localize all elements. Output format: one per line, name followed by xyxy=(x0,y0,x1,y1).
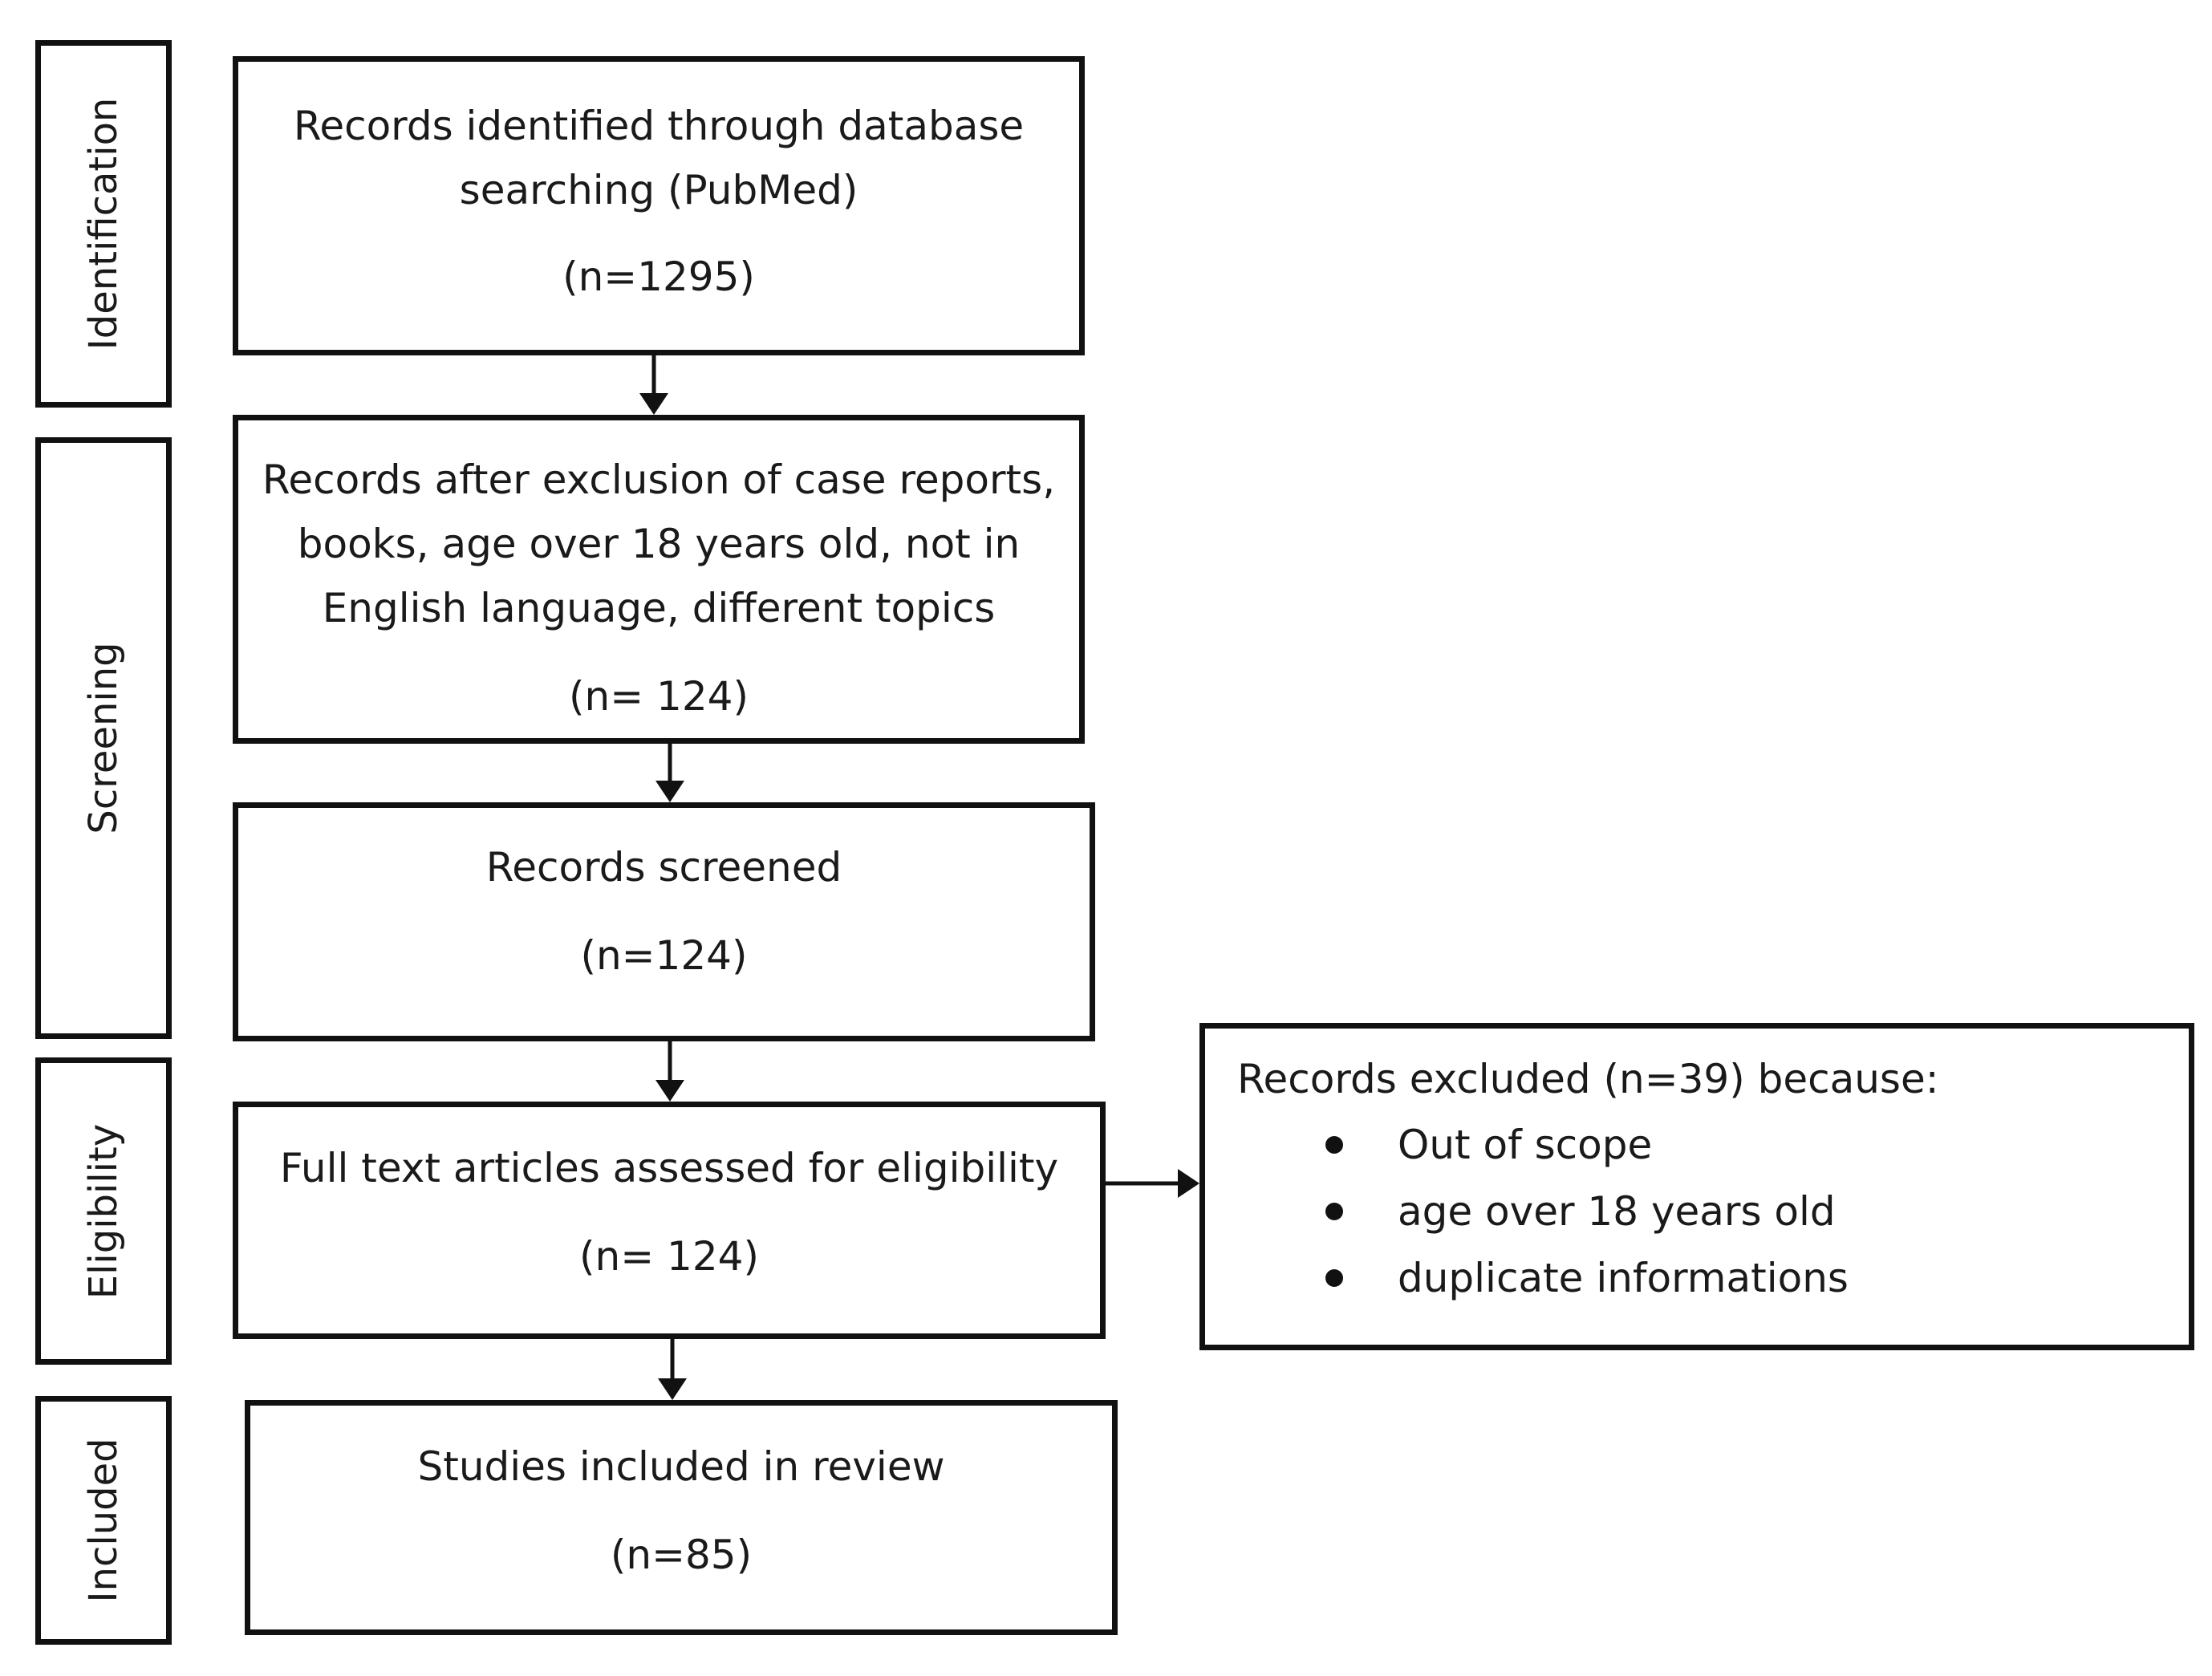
stage-eligibility-label: Eligibility xyxy=(81,1123,126,1299)
bullet-icon xyxy=(1325,1203,1343,1220)
box-records-excluded: Records excluded (n=39) because: Out of … xyxy=(1199,1023,2194,1350)
full-text-count: (n= 124) xyxy=(579,1233,759,1280)
exclusion-reason-text: Out of scope xyxy=(1398,1122,1653,1168)
studies-included-label: Studies included in review xyxy=(417,1443,945,1490)
arrow-screened-to-full-text xyxy=(655,1041,684,1102)
records-identified-line-2: searching (PubMed) xyxy=(459,167,858,213)
after-exclusion-count: (n= 124) xyxy=(569,673,749,720)
box-records-after-exclusion: Records after exclusion of case reports,… xyxy=(233,415,1085,744)
box-studies-included: Studies included in review (n=85) xyxy=(245,1400,1118,1635)
full-text-label: Full text articles assessed for eligibil… xyxy=(279,1145,1059,1191)
arrowhead-icon xyxy=(655,1080,684,1102)
stage-eligibility: Eligibility xyxy=(35,1057,172,1365)
stage-included: Included xyxy=(35,1396,172,1645)
exclusion-reason-text: duplicate informations xyxy=(1398,1255,1849,1301)
arrowhead-icon xyxy=(1178,1169,1199,1198)
bullet-icon xyxy=(1325,1136,1343,1154)
bullet-icon xyxy=(1325,1269,1343,1287)
after-exclusion-line-2: books, age over 18 years old, not in xyxy=(297,521,1021,567)
exclusion-reason-text: age over 18 years old xyxy=(1398,1188,1836,1235)
arrowhead-icon xyxy=(655,781,684,802)
records-screened-count: (n=124) xyxy=(580,932,748,979)
box-records-screened: Records screened (n=124) xyxy=(233,802,1095,1041)
stage-identification-label: Identification xyxy=(81,97,126,351)
arrowhead-icon xyxy=(658,1378,687,1400)
studies-included-count: (n=85) xyxy=(610,1532,753,1578)
box-full-text-assessed: Full text articles assessed for eligibil… xyxy=(233,1102,1106,1339)
records-identified-line-1: Records identified through database xyxy=(293,103,1025,149)
box-records-identified: Records identified through database sear… xyxy=(233,56,1085,355)
arrow-identified-to-exclusion xyxy=(639,355,668,415)
arrow-full-text-to-included xyxy=(658,1339,687,1400)
stage-screening-label: Screening xyxy=(81,642,126,834)
stage-screening: Screening xyxy=(35,437,172,1039)
after-exclusion-line-1: Records after exclusion of case reports, xyxy=(262,457,1056,503)
stage-identification: Identification xyxy=(35,40,172,408)
after-exclusion-line-3: English language, different topics xyxy=(322,585,996,631)
arrow-full-text-to-excluded xyxy=(1106,1169,1199,1198)
stage-included-label: Included xyxy=(81,1438,126,1603)
records-excluded-title: Records excluded (n=39) because: xyxy=(1237,1056,1939,1102)
arrowhead-icon xyxy=(639,393,668,415)
records-identified-count: (n=1295) xyxy=(562,254,755,300)
records-screened-label: Records screened xyxy=(485,844,842,891)
arrow-exclusion-to-screened xyxy=(655,744,684,802)
